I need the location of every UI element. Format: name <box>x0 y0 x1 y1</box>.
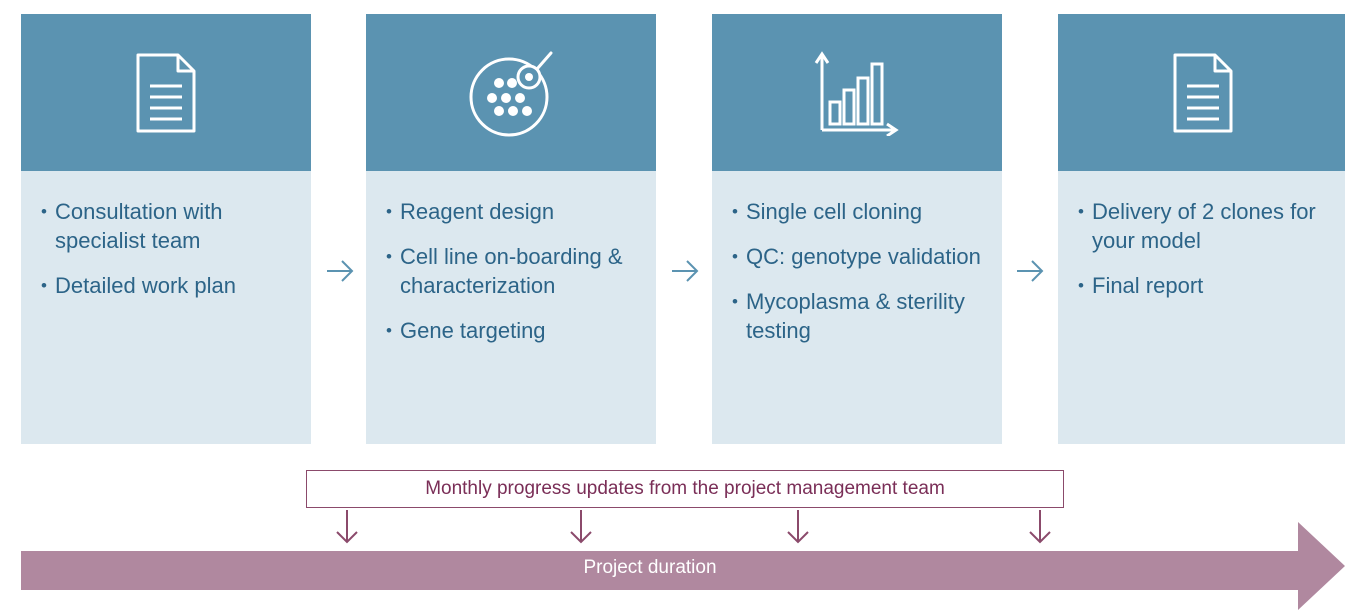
list-item: Delivery of 2 clones for your model <box>1078 197 1336 255</box>
document-icon <box>1173 53 1233 132</box>
arrow-down-icon <box>336 510 358 544</box>
list-item: Cell line on-boarding & characterization <box>386 242 644 300</box>
step-body: Reagent design Cell line on-boarding & c… <box>366 171 656 444</box>
timeline-arrow <box>21 522 1345 610</box>
progress-updates-label: Monthly progress updates from the projec… <box>425 478 945 499</box>
step-consultation: Consultation with specialist team Detail… <box>21 14 311 444</box>
list-item: Detailed work plan <box>41 271 299 300</box>
arrow-down-icon <box>1029 510 1051 544</box>
step-list: Reagent design Cell line on-boarding & c… <box>366 171 656 345</box>
list-item: Mycoplasma & sterility testing <box>732 287 990 345</box>
list-item: Final report <box>1078 271 1336 300</box>
arrow-down-icon <box>787 510 809 544</box>
bar-chart-icon <box>814 50 899 136</box>
step-list: Single cell cloning QC: genotype validat… <box>712 171 1002 345</box>
arrow-right-icon <box>327 260 354 282</box>
step-header <box>712 14 1002 171</box>
step-delivery: Delivery of 2 clones for your model Fina… <box>1058 14 1345 444</box>
step-header <box>1058 14 1345 171</box>
step-body: Delivery of 2 clones for your model Fina… <box>1058 171 1345 444</box>
cell-dish-icon <box>469 51 553 136</box>
list-item: Gene targeting <box>386 316 644 345</box>
document-icon <box>136 53 196 132</box>
step-header <box>366 14 656 171</box>
step-body: Single cell cloning QC: genotype validat… <box>712 171 1002 444</box>
step-list: Consultation with specialist team Detail… <box>21 171 311 300</box>
timeline-label: Project duration <box>583 557 717 578</box>
step-reagent-design: Reagent design Cell line on-boarding & c… <box>366 14 656 444</box>
arrow-right-icon <box>672 260 699 282</box>
arrow-right-icon <box>1017 260 1044 282</box>
list-item: QC: genotype validation <box>732 242 990 271</box>
list-item: Single cell cloning <box>732 197 990 226</box>
step-list: Delivery of 2 clones for your model Fina… <box>1058 171 1345 300</box>
list-item: Reagent design <box>386 197 644 226</box>
step-body: Consultation with specialist team Detail… <box>21 171 311 444</box>
arrow-down-icon <box>570 510 592 544</box>
step-cloning: Single cell cloning QC: genotype validat… <box>712 14 1002 444</box>
step-header <box>21 14 311 171</box>
progress-updates-box: Monthly progress updates from the projec… <box>306 470 1064 508</box>
list-item: Consultation with specialist team <box>41 197 299 255</box>
